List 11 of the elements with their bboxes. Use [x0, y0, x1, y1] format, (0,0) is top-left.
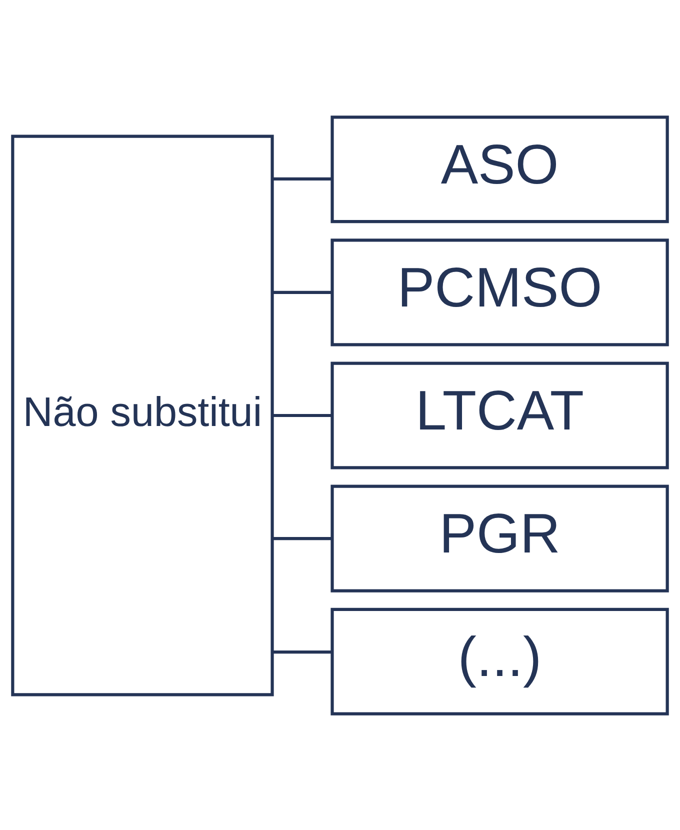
connector	[272, 290, 332, 294]
connector	[272, 176, 332, 180]
node-box: ASO	[330, 115, 669, 223]
node-box: Não substitui	[11, 134, 274, 696]
node-box: (...)	[330, 607, 669, 715]
connector	[272, 536, 332, 540]
connector	[272, 413, 332, 417]
connector	[272, 650, 332, 654]
node-box: LTCAT	[330, 361, 669, 469]
node-box: PCMSO	[330, 238, 669, 346]
node-box: PGR	[330, 484, 669, 592]
